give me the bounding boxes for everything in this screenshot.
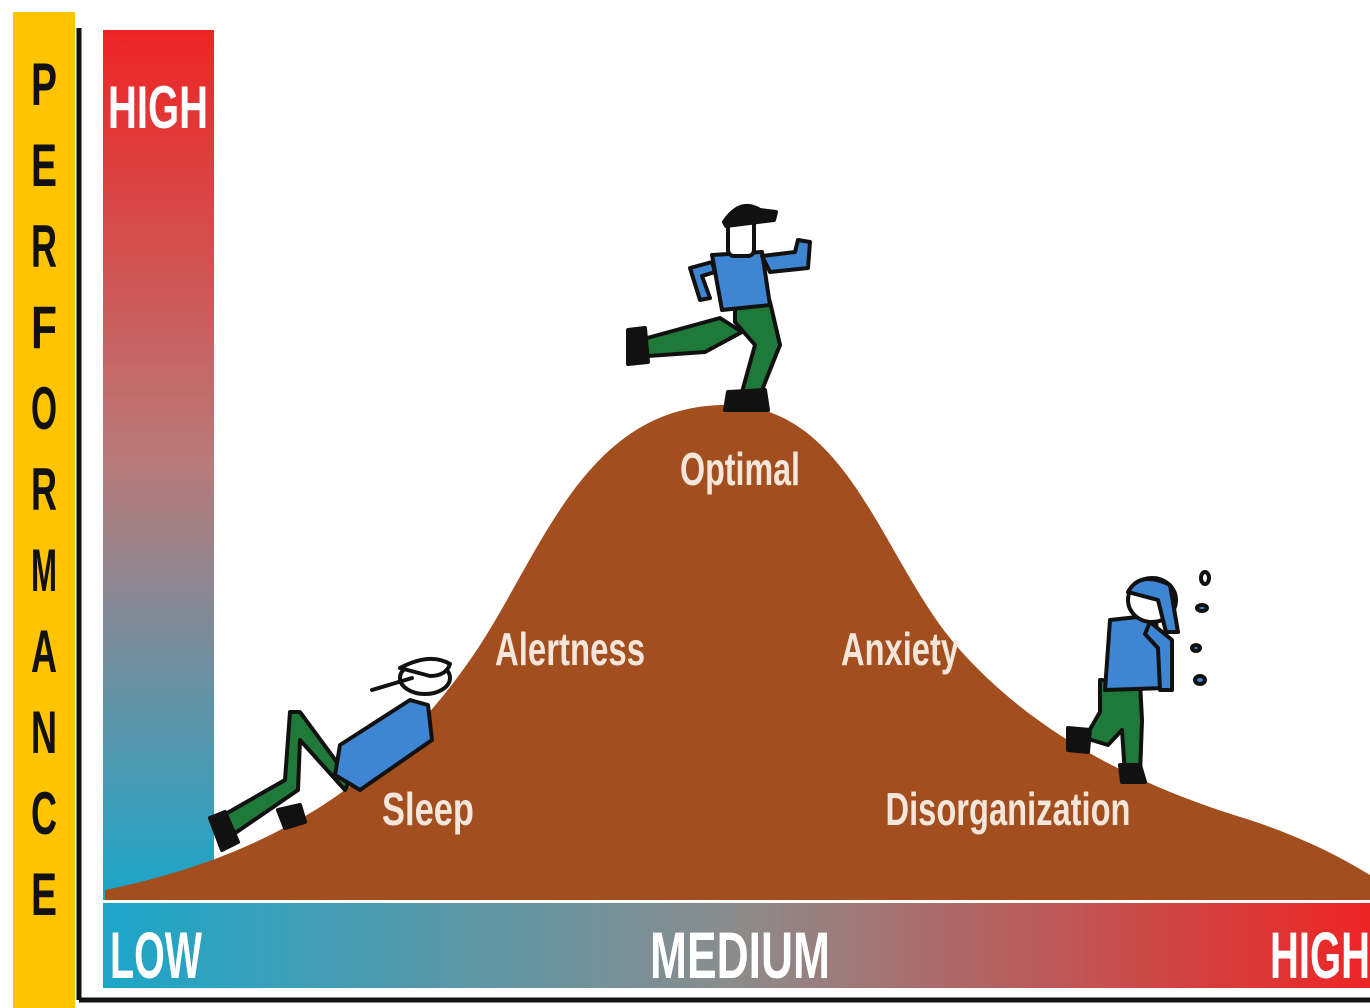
label-anxiety: Anxiety — [841, 623, 959, 675]
performance-curve — [105, 404, 1370, 900]
y-axis-title-letter: R — [31, 456, 57, 523]
y-axis-title-letter: C — [31, 780, 57, 847]
y-axis-title-letter: M — [31, 537, 57, 604]
y-axis-title-letter: E — [31, 861, 57, 928]
y-axis-title-band — [13, 12, 75, 1008]
y-axis-gradient-bar — [103, 30, 214, 900]
label-optimal: Optimal — [680, 443, 800, 495]
label-disorganization: Disorganization — [886, 783, 1131, 835]
x-axis-high-label: HIGH — [1270, 918, 1370, 992]
x-axis-medium-label: MEDIUM — [650, 918, 830, 992]
person-sweating-icon — [1066, 570, 1211, 784]
y-axis-title-letter: O — [31, 375, 57, 442]
y-axis-title-letter: R — [31, 213, 57, 280]
y-axis-title-letter: E — [31, 132, 57, 199]
y-axis-title-letter: F — [31, 294, 57, 361]
y-axis-title-letter: A — [31, 618, 57, 685]
person-running-icon — [626, 204, 812, 412]
y-axis-high-label: HIGH — [108, 74, 208, 141]
x-axis-low-label: LOW — [110, 918, 202, 992]
label-alertness: Alertness — [495, 623, 645, 675]
y-axis-title-letter: N — [31, 699, 57, 766]
x-axis-gradient-bar — [103, 903, 1370, 988]
person-lying-icon — [208, 656, 452, 852]
label-sleep: Sleep — [382, 783, 474, 835]
y-axis-title-letter: P — [31, 51, 57, 118]
